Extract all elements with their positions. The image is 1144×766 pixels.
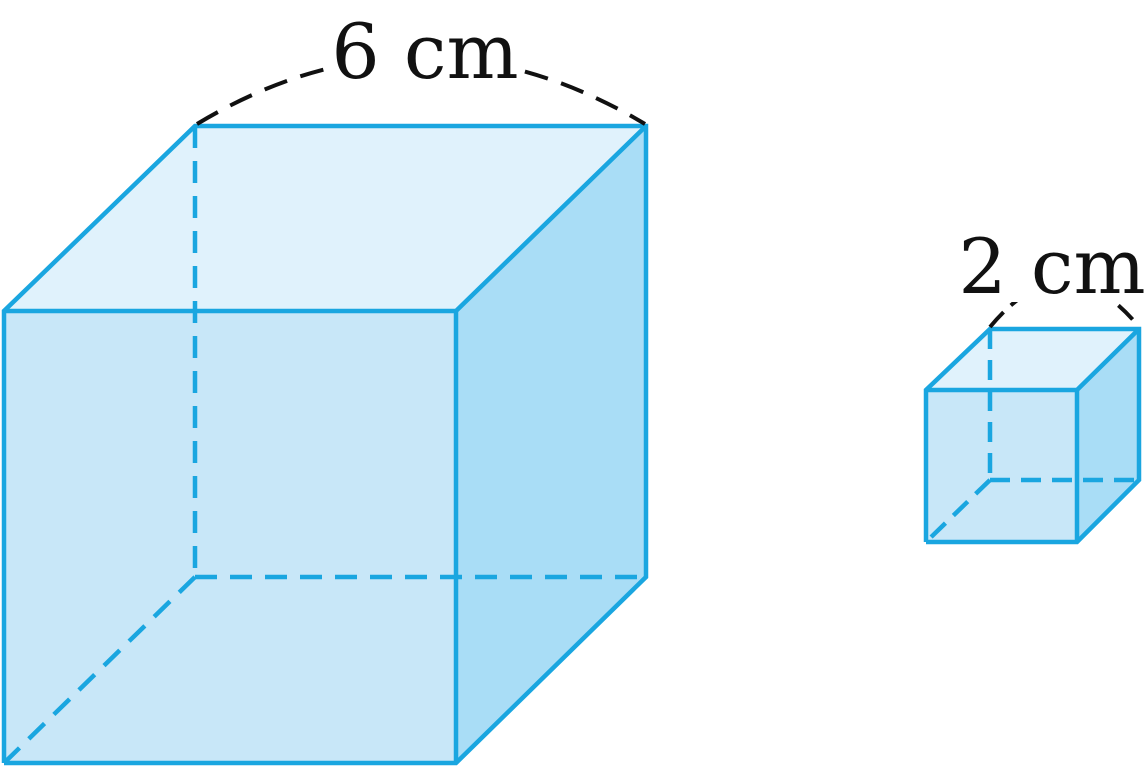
large-cube-edge-label: 6 cm (331, 7, 518, 96)
small-cube-front-face (926, 390, 1077, 542)
small-cube-hidden-edge-depth (924, 478, 992, 544)
large-cube-front-face (4, 311, 456, 763)
large-cube-hidden-edge-depth (2, 575, 197, 765)
large-cube-label-backdrop (330, 12, 520, 92)
large-cube (1, 123, 649, 766)
small-cube-right-face (1077, 329, 1139, 542)
small-cube (923, 326, 1142, 545)
small-cube-edge-label: 2 cm (958, 222, 1144, 311)
large-cube-top-face (4, 126, 646, 311)
small-cube-top-face (926, 329, 1139, 390)
large-cube-right-face (456, 126, 646, 763)
small-cube-label-backdrop (962, 222, 1142, 302)
